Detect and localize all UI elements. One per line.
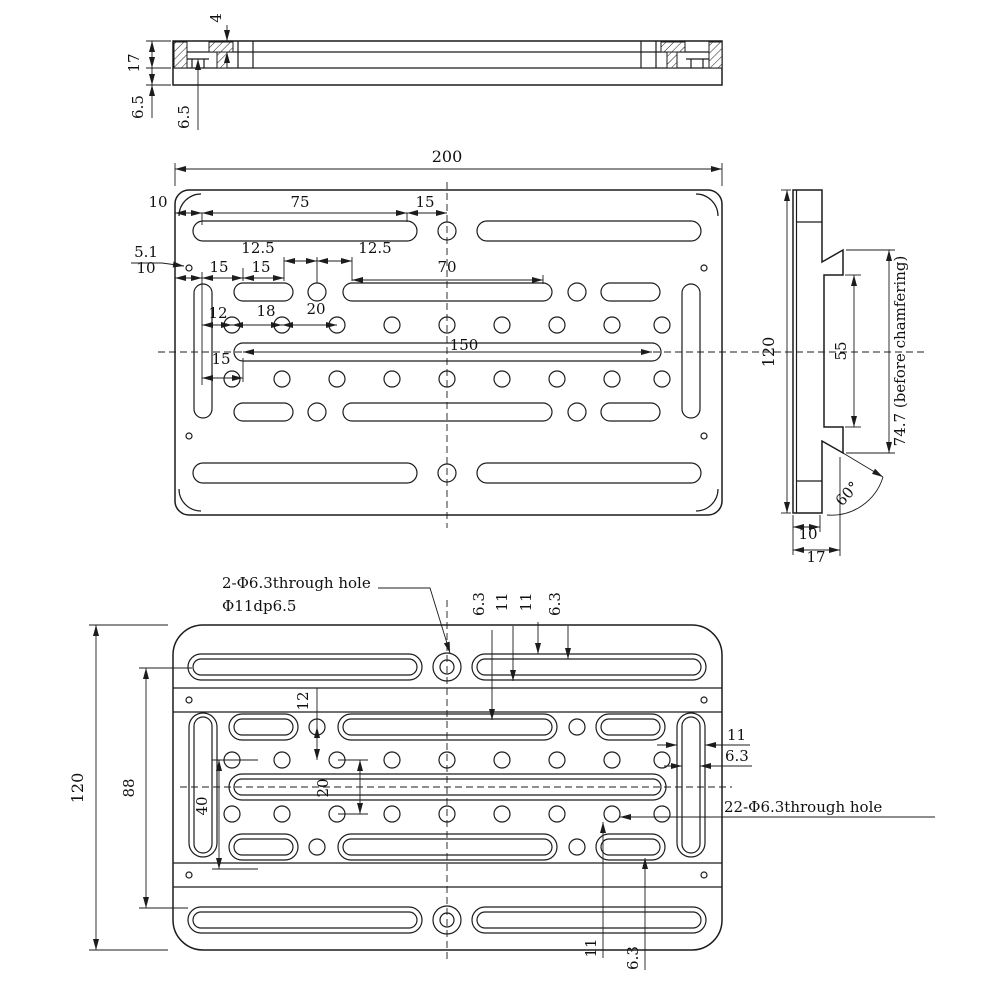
dim-40: 40 xyxy=(193,796,211,815)
dim-12-back: 12 xyxy=(294,691,312,710)
side-view: 60° 120 55 74.7 (before chamfering) 10 1… xyxy=(759,189,909,566)
dim-75: 75 xyxy=(290,193,309,211)
dim-12-5-b: 12.5 xyxy=(358,239,391,257)
dim-15-top: 15 xyxy=(415,193,434,211)
dim-88: 88 xyxy=(120,778,138,797)
dim-10-top: 10 xyxy=(148,193,167,211)
dim-12-5-a: 12.5 xyxy=(241,239,274,257)
note-cbore-line1: 2-Φ6.3through hole xyxy=(222,574,371,592)
dim-15-b: 15 xyxy=(251,258,270,276)
dim-74-7: 74.7 (before chamfering) xyxy=(891,256,909,447)
dim-18: 18 xyxy=(256,302,275,320)
dim-11-top2: 11 xyxy=(517,592,535,611)
dim-12: 12 xyxy=(208,304,227,322)
dim-17-side: 17 xyxy=(806,548,825,566)
dim-6-3-bottom: 6.3 xyxy=(624,946,642,970)
back-hole-row-lower xyxy=(223,805,671,823)
dim-200: 200 xyxy=(432,147,463,166)
note-cbore-line2: Φ11dp6.5 xyxy=(222,597,296,615)
dim-15-c: 15 xyxy=(211,350,230,368)
dim-20-back: 20 xyxy=(314,778,332,797)
back-view: 2-Φ6.3through hole Φ11dp6.5 22-Φ6.3throu… xyxy=(68,574,935,970)
dim-6-3-top2: 6.3 xyxy=(546,592,564,616)
dim-120-side: 120 xyxy=(759,337,778,368)
dim-11-bottom: 11 xyxy=(582,938,600,957)
dim-6-5-plate: 6.5 xyxy=(129,95,147,119)
dim-10-side: 10 xyxy=(798,525,817,543)
dim-17: 17 xyxy=(125,53,143,72)
dim-60deg: 60° xyxy=(832,478,863,510)
dim-55: 55 xyxy=(832,341,850,360)
dim-5-1: 5.1 xyxy=(134,243,158,261)
dim-10-left: 10 xyxy=(136,259,155,277)
dim-4: 4 xyxy=(207,13,225,23)
back-hole-row-upper xyxy=(223,751,671,769)
top-section-view: 4 17 6.5 6.5 xyxy=(125,13,723,130)
front-hole-row-lower xyxy=(223,370,671,388)
note-22-holes: 22-Φ6.3through hole xyxy=(724,798,882,816)
dim-6-3-right: 6.3 xyxy=(725,747,749,765)
dim-20: 20 xyxy=(306,300,325,318)
dim-6-5-cbore: 6.5 xyxy=(175,105,193,129)
dim-15-a: 15 xyxy=(209,258,228,276)
dim-11-right: 11 xyxy=(727,726,746,744)
front-view: 200 10 75 15 5.1 10 15 15 12.5 12.5 70 1 xyxy=(131,147,925,528)
dim-11-top1: 11 xyxy=(493,592,511,611)
dim-120-back: 120 xyxy=(68,773,87,804)
dim-6-3-top1: 6.3 xyxy=(470,592,488,616)
dim-150: 150 xyxy=(450,336,479,354)
dim-70: 70 xyxy=(437,258,456,276)
